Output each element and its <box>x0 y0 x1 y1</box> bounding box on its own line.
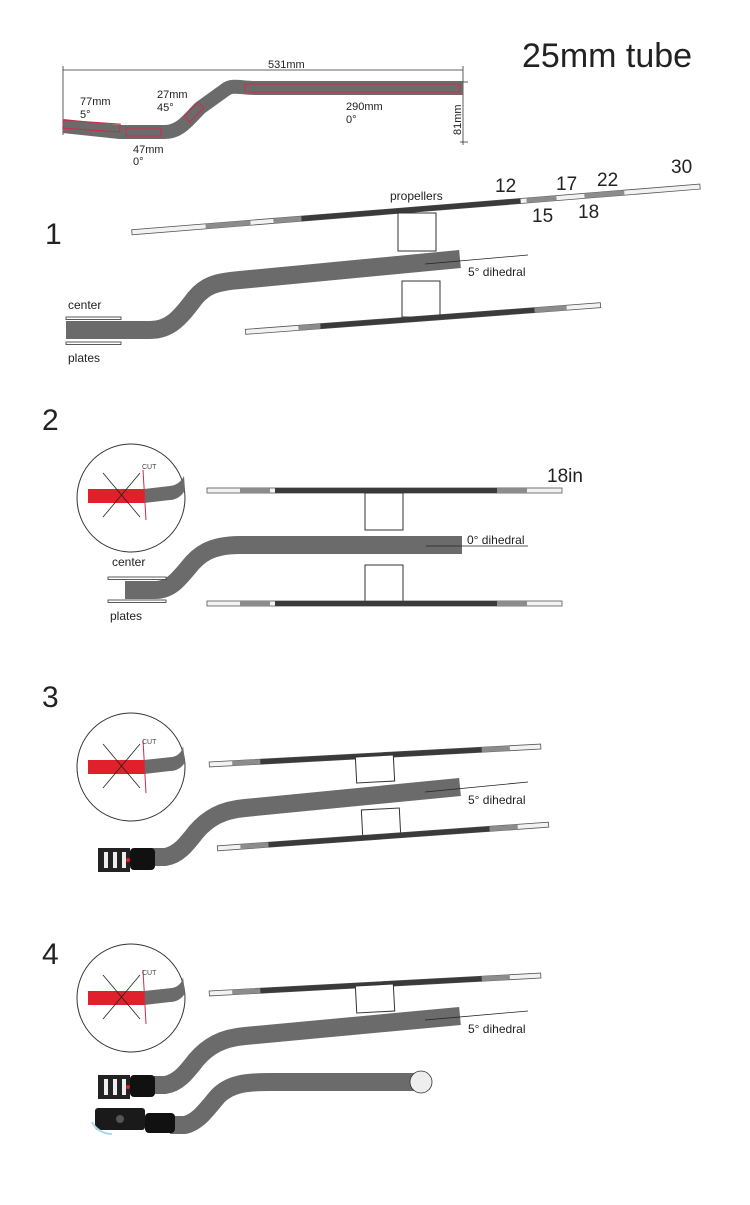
step-2-bottom-plate <box>107 599 167 603</box>
total-length-label: 531mm <box>268 59 305 71</box>
prop-size-30: 30 <box>671 157 692 178</box>
prop-size-15: 15 <box>532 206 553 227</box>
step-3-dihedral-line <box>424 781 529 793</box>
step-4-cut-label: CUT <box>142 970 157 977</box>
step-3-arm-tube <box>145 778 461 866</box>
step-3-motor-mount <box>98 848 155 872</box>
step-2-lower-propeller <box>206 600 563 607</box>
prop-size-17: 17 <box>556 174 577 195</box>
step-3: 3 CUT 5° dihedral <box>42 681 550 872</box>
step-2-center-label: center <box>112 555 145 569</box>
step-2: 2 CUT 18in 0° dihedral center plates <box>42 404 583 623</box>
step-4-cut-highlight <box>88 991 144 1005</box>
seg2-length-label: 47mm <box>133 144 164 156</box>
seg3-length-label: 27mm <box>157 89 188 101</box>
step-2-cut-label: CUT <box>142 464 157 471</box>
dimension-drawing: 531mm 81mm 77mm 5° 47mm 0° 27mm 45° 290m… <box>62 59 468 168</box>
step-1-upper-propeller <box>131 183 701 236</box>
seg4-angle-label: 0° <box>346 114 357 126</box>
step-1-center-label: center <box>68 298 101 312</box>
step-4-dihedral-line <box>424 1010 529 1021</box>
step-4-cut-line <box>142 969 147 1025</box>
seg4-outline <box>244 83 461 93</box>
step-1-propellers-label: propellers <box>390 189 443 203</box>
step-3-cut-tube-end <box>144 746 185 774</box>
step-4-upper-motor-mount <box>98 1075 155 1099</box>
seg1-outline <box>62 119 121 133</box>
step-4-number: 4 <box>42 938 59 971</box>
step-4-tube-end-cap <box>409 1070 433 1094</box>
prop-size-22: 22 <box>597 170 618 191</box>
step-2-upper-mount <box>364 492 404 531</box>
step-3-lower-propeller <box>216 821 550 852</box>
step-3-number: 3 <box>42 681 59 714</box>
tube-profile <box>62 79 463 139</box>
seg3-angle-label: 45° <box>157 102 174 114</box>
step-1-arm-tube <box>66 250 461 339</box>
step-1: 1 propellers 12 15 17 18 22 30 5° dihedr… <box>45 157 701 365</box>
seg2-angle-label: 0° <box>133 156 144 168</box>
seg2-outline <box>125 127 162 137</box>
step-1-bottom-plate <box>65 341 122 345</box>
step-3-lower-mount <box>360 807 402 837</box>
step-4-lower-arm-tube <box>170 1073 420 1134</box>
step-3-cut-highlight <box>88 760 144 774</box>
step-2-cut-tube-end <box>144 476 185 503</box>
step-2-lower-mount <box>364 564 404 604</box>
prop-size-12: 12 <box>495 176 516 197</box>
step-2-number: 2 <box>42 404 59 437</box>
step-3-upper-mount <box>354 754 396 784</box>
prop-size-18: 18 <box>578 202 599 223</box>
step-3-cut-label: CUT <box>142 739 157 746</box>
step-3-dihedral-label: 5° dihedral <box>468 793 526 807</box>
step-4-cut-tube-end <box>144 977 185 1005</box>
step-1-upper-mount <box>397 212 437 252</box>
seg4-length-label: 290mm <box>346 101 383 113</box>
step-1-dihedral-line <box>424 254 529 265</box>
seg3-outline <box>183 101 205 123</box>
step-1-lower-propeller <box>244 302 602 335</box>
step-2-upper-propeller <box>206 487 563 494</box>
step-2-plates-label: plates <box>110 609 142 623</box>
step-1-dihedral-label: 5° dihedral <box>468 265 526 279</box>
step-4-dihedral-label: 5° dihedral <box>468 1022 526 1036</box>
step-2-arm-tube <box>125 536 462 599</box>
step-1-number: 1 <box>45 218 62 251</box>
height-label: 81mm <box>452 104 464 135</box>
step-4-lower-motor-mount <box>91 1108 175 1135</box>
step-2-size-label: 18in <box>547 466 583 487</box>
seg1-angle-label: 5° <box>80 109 91 121</box>
step-4-upper-mount <box>354 983 396 1014</box>
step-4: 4 CUT 5° dihedral <box>42 938 542 1135</box>
step-2-cut-highlight <box>88 489 144 503</box>
step-1-top-plate <box>65 316 122 320</box>
seg1-length-label: 77mm <box>80 96 111 108</box>
step-4-upper-arm-tube <box>145 1007 461 1094</box>
step-3-cut-line <box>142 739 147 794</box>
step-1-plates-label: plates <box>68 351 100 365</box>
step-2-dihedral-label: 0° dihedral <box>467 533 525 547</box>
step-2-cut-line <box>142 469 147 521</box>
step-2-top-plate <box>107 576 167 580</box>
step-1-lower-mount <box>401 280 441 318</box>
diagram-title: 25mm tube <box>522 37 692 75</box>
